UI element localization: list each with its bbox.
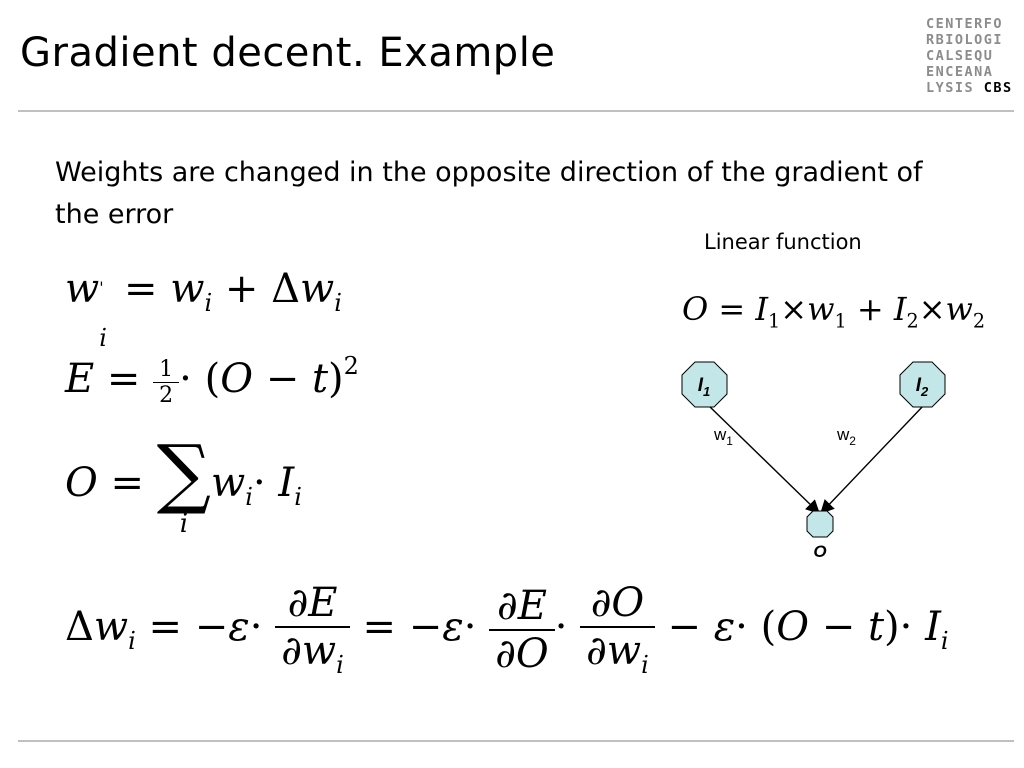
fraction-dE-dO: ∂E∂O (489, 583, 555, 677)
linear-function-label: Linear function (704, 230, 862, 254)
sum-symbol: ∑i (156, 428, 212, 539)
node-output (806, 510, 834, 538)
logo-line-4: ENCEANA (926, 64, 994, 80)
bullet-text: Weights are changed in the opposite dire… (55, 157, 923, 230)
edge-w1 (707, 404, 821, 514)
logo-line-3: CALSEQU (926, 48, 994, 64)
footer-divider (18, 740, 1014, 742)
fraction-dE-dwi: ∂E∂wi (275, 580, 350, 680)
equation-gradient: Δwi = −ε· ∂E∂wi = −ε· ∂E∂O· ∂O∂wi − ε· (… (65, 580, 949, 680)
edge-w1-label: w1 (713, 425, 733, 448)
logo-line-2: RBIOLOGI (926, 32, 1004, 48)
logo-line-1: CENTERFO (926, 16, 1004, 32)
edge-w2 (820, 404, 925, 515)
slide-title: Gradient decent. Example (20, 30, 556, 76)
equation-linear: O = I1×w1 + I2×w2 (682, 290, 986, 333)
node-input-1 (681, 361, 728, 408)
edge-w2-label: w2 (836, 425, 856, 448)
logo-brand: CBS (983, 80, 1013, 96)
network-diagram: I1 I2 O w1 w2 (681, 361, 946, 561)
header-divider (18, 110, 1014, 112)
node-input-2 (899, 361, 946, 408)
cbs-logo: CENTERFO RBIOLOGI CALSEQU ENCEANA LYSIS … (926, 16, 1016, 96)
logo-line-5: LYSIS CBS (926, 80, 1013, 96)
fraction-dO-dwi: ∂O∂wi (580, 580, 655, 680)
node-output-label: O (813, 542, 826, 561)
equation-weight-update: w'i = wi + Δwi (65, 266, 342, 352)
